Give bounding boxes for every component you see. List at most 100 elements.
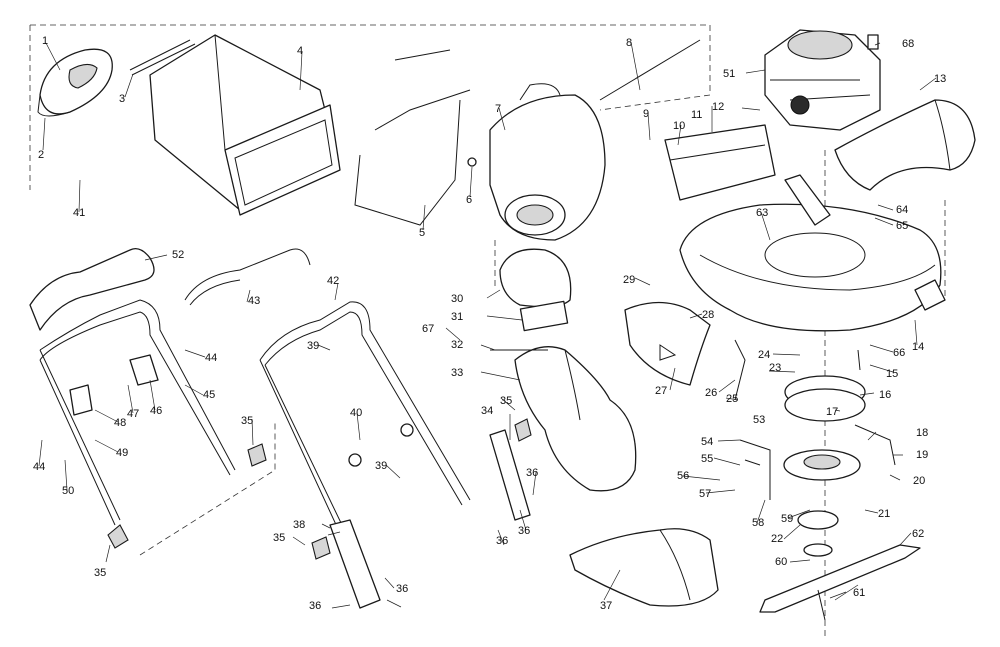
callout-1: 1 bbox=[42, 35, 48, 47]
callout-52: 52 bbox=[172, 249, 184, 261]
bag-rod-part bbox=[599, 39, 701, 101]
callout-24: 24 bbox=[758, 349, 770, 361]
deck-group bbox=[679, 174, 946, 332]
callout-19: 19 bbox=[916, 449, 928, 461]
callout-9: 9 bbox=[643, 108, 649, 120]
callout-11: 11 bbox=[691, 109, 702, 121]
callout-39b: 39 bbox=[375, 460, 387, 472]
callout-18: 18 bbox=[916, 427, 928, 439]
blade-adapter-part bbox=[797, 510, 839, 530]
callout-65: 65 bbox=[896, 220, 908, 232]
callout-58: 58 bbox=[752, 517, 764, 529]
callout-3: 3 bbox=[119, 93, 125, 105]
callout-43: 43 bbox=[248, 295, 260, 307]
rear-cover-group bbox=[467, 83, 606, 241]
drive-blade-group bbox=[734, 339, 921, 621]
dome-cap-part bbox=[499, 248, 572, 308]
rear-guard-part bbox=[834, 99, 976, 191]
side-deflector-group bbox=[569, 528, 719, 607]
callout-64: 64 bbox=[896, 204, 908, 216]
handle-group bbox=[29, 247, 532, 609]
callout-13: 13 bbox=[934, 73, 946, 85]
callout-28: 28 bbox=[702, 309, 714, 321]
bag-wire-part bbox=[354, 99, 461, 226]
callout-45: 45 bbox=[203, 389, 215, 401]
callout-51: 51 bbox=[723, 68, 735, 80]
callout-38: 38 bbox=[293, 519, 305, 531]
chute-plate-part bbox=[519, 300, 569, 332]
callout-36b: 36 bbox=[518, 525, 530, 537]
callout-23: 23 bbox=[769, 362, 781, 374]
callout-33: 33 bbox=[451, 367, 463, 379]
callout-26: 26 bbox=[705, 387, 717, 399]
callout-14: 14 bbox=[912, 341, 924, 353]
callout-54: 54 bbox=[701, 436, 713, 448]
callout-15: 15 bbox=[886, 368, 898, 380]
callout-60: 60 bbox=[775, 556, 787, 568]
bag-frame-part bbox=[224, 104, 341, 216]
callout-44b: 44 bbox=[33, 461, 45, 473]
callout-5: 5 bbox=[419, 227, 425, 239]
callout-10: 10 bbox=[673, 120, 685, 132]
engine-group bbox=[764, 29, 881, 131]
callout-2: 2 bbox=[38, 149, 44, 161]
mower-deck-part bbox=[679, 203, 942, 332]
callout-6: 6 bbox=[466, 194, 472, 206]
side-flap-part bbox=[624, 301, 711, 386]
bag-frame-rod-part bbox=[129, 39, 196, 76]
callout-36c: 36 bbox=[496, 535, 508, 547]
chute-group bbox=[490, 124, 776, 492]
callout-35c: 35 bbox=[273, 532, 285, 544]
deflector-plate-part bbox=[664, 124, 776, 201]
callout-36e: 36 bbox=[309, 600, 321, 612]
handle-bracket-part bbox=[329, 519, 381, 609]
callout-44a: 44 bbox=[205, 352, 217, 364]
callout-40: 40 bbox=[350, 407, 362, 419]
callout-30: 30 bbox=[451, 293, 463, 305]
callout-49: 49 bbox=[116, 447, 128, 459]
rear-guard-group bbox=[834, 99, 976, 191]
callout-35d: 35 bbox=[94, 567, 106, 579]
callout-29: 29 bbox=[623, 274, 635, 286]
upper-handle-bar-part bbox=[184, 248, 311, 306]
grass-bag-group bbox=[37, 34, 701, 226]
callout-41: 41 bbox=[73, 207, 85, 219]
callout-68: 68 bbox=[902, 38, 914, 50]
callout-20: 20 bbox=[913, 475, 925, 487]
callout-35a: 35 bbox=[500, 395, 512, 407]
callout-8: 8 bbox=[626, 37, 632, 49]
lower-handle-part bbox=[259, 301, 471, 506]
callout-50: 50 bbox=[62, 485, 74, 497]
callout-53: 53 bbox=[753, 414, 765, 426]
callout-56: 56 bbox=[677, 470, 689, 482]
callout-46: 46 bbox=[150, 405, 162, 417]
callout-34: 34 bbox=[481, 405, 493, 417]
callout-21: 21 bbox=[878, 508, 890, 520]
callout-16: 16 bbox=[879, 389, 891, 401]
handle-grip-part bbox=[29, 247, 155, 331]
callout-17: 17 bbox=[826, 406, 838, 418]
callout-42: 42 bbox=[327, 275, 339, 287]
callout-67: 67 bbox=[422, 323, 434, 335]
callout-32: 32 bbox=[451, 339, 463, 351]
callout-57: 57 bbox=[699, 488, 711, 500]
callout-25: 25 bbox=[726, 393, 738, 405]
leader-lines bbox=[38, 41, 937, 609]
callout-55: 55 bbox=[701, 453, 713, 465]
handle-bracket-right-part bbox=[489, 429, 531, 521]
callout-63: 63 bbox=[756, 207, 768, 219]
callout-35b: 35 bbox=[241, 415, 253, 427]
side-deflector-part bbox=[569, 528, 719, 607]
callout-66: 66 bbox=[893, 347, 905, 359]
callout-47: 47 bbox=[127, 408, 139, 420]
callout-4: 4 bbox=[297, 45, 303, 57]
callout-12: 12 bbox=[712, 101, 724, 113]
callout-7: 7 bbox=[495, 103, 501, 115]
callout-labels: 1 2 3 4 5 6 7 8 9 10 11 12 13 14 15 16 1… bbox=[33, 35, 946, 612]
callout-31: 31 bbox=[451, 311, 463, 323]
callout-59: 59 bbox=[781, 513, 793, 525]
callout-36d: 36 bbox=[396, 583, 408, 595]
callout-62: 62 bbox=[912, 528, 924, 540]
callout-37: 37 bbox=[600, 600, 612, 612]
